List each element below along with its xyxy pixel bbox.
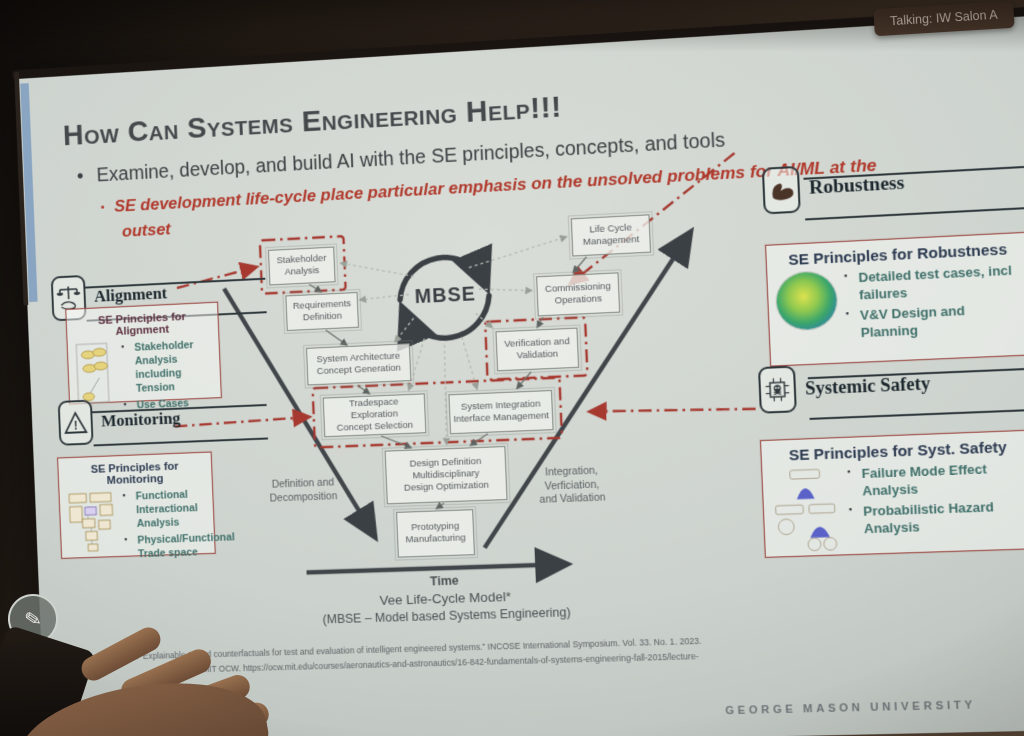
fault-tree-thumbnail [770,467,842,553]
safety-header: Systemic Safety [757,360,931,414]
svg-text:!: ! [74,419,78,433]
alignment-bullet-1: Stakeholder Analysis including Tension [121,337,213,396]
safety-principles-box: SE Principles for Syst. Safety Failure M… [759,429,1024,558]
robustness-header: Robustness [761,160,906,215]
chip-skull-icon [757,365,797,414]
robustness-label: Robustness [808,172,905,199]
mbse-label: MBSE [414,283,477,309]
monitoring-principles-box: SE Principles for Monitoring Functional … [57,451,235,560]
alignment-box-title: SE Principles for Alignment [97,311,187,338]
monitoring-bullet-1: Functional Interactional Analysis [122,486,234,531]
left-leg-label: Definition and Decomposition [269,476,338,505]
robustness-principles-box: SE Principles for Robustness Detailed te… [765,231,1024,367]
monitoring-label: Monitoring [100,408,181,431]
vv-heatmap-thumbnail [775,270,838,331]
monitoring-bullet-2: Physical/Functional Trade space [124,531,236,562]
alignment-label: Alignment [93,283,168,306]
vee-node-requirements-definition: Requirements Definition [282,288,362,335]
vee-node-stakeholder-analysis: Stakeholder Analysis [265,243,339,289]
presenter-hand [0,602,322,736]
vee-node-design-definition: Design Definition Multidisciplinary Desi… [381,442,511,508]
alignment-principles-box: SE Principles for Alignment Stakeholder … [65,301,222,412]
functional-flow-thumbnail [67,491,117,555]
vee-node-prototyping-manufacturing: Prototyping Manufacturing [393,506,479,561]
robustness-bullet-1: Detailed test cases, incl failures [844,262,1023,305]
black-swan-icon [761,165,801,215]
vee-node-commissioning-operations: Commissioning Operations [533,269,624,320]
safety-label: Systemic Safety [804,372,931,399]
safety-bullet-1: Failure Mode Effect Analysis [847,460,1024,501]
safety-bullet-2: Probabilistic Hazard Analysis [848,498,1024,539]
bullet-dot: • [76,165,84,188]
vee-node-lifecycle-management: Life Cycle Management [567,210,655,260]
square-bullet-icon: ▪ [100,201,105,214]
warning-triangle-icon: ! [57,399,94,446]
robustness-bullet-2: V&V Design and Planning [845,300,1024,343]
vee-node-tradespace-exploration: Tradespace Exploration Concept Selection [319,390,430,441]
vee-node-verification-validation: Verification and Validation [492,324,583,375]
vee-diagram-lines [18,6,1024,736]
monitoring-box-title: SE Principles for Monitoring [90,460,179,487]
vee-node-system-architecture: System Architecture Concept Generation [303,339,415,389]
use-case-diagram-thumbnail [75,342,115,404]
slide: How Can Systems Engineering Help!!! •Exa… [18,6,1024,736]
monitoring-header: ! Monitoring [57,396,182,446]
right-leg-label: Integration, Verficiation, and Validatio… [539,464,606,507]
vee-node-system-integration: System Integration Interface Management [445,386,557,438]
